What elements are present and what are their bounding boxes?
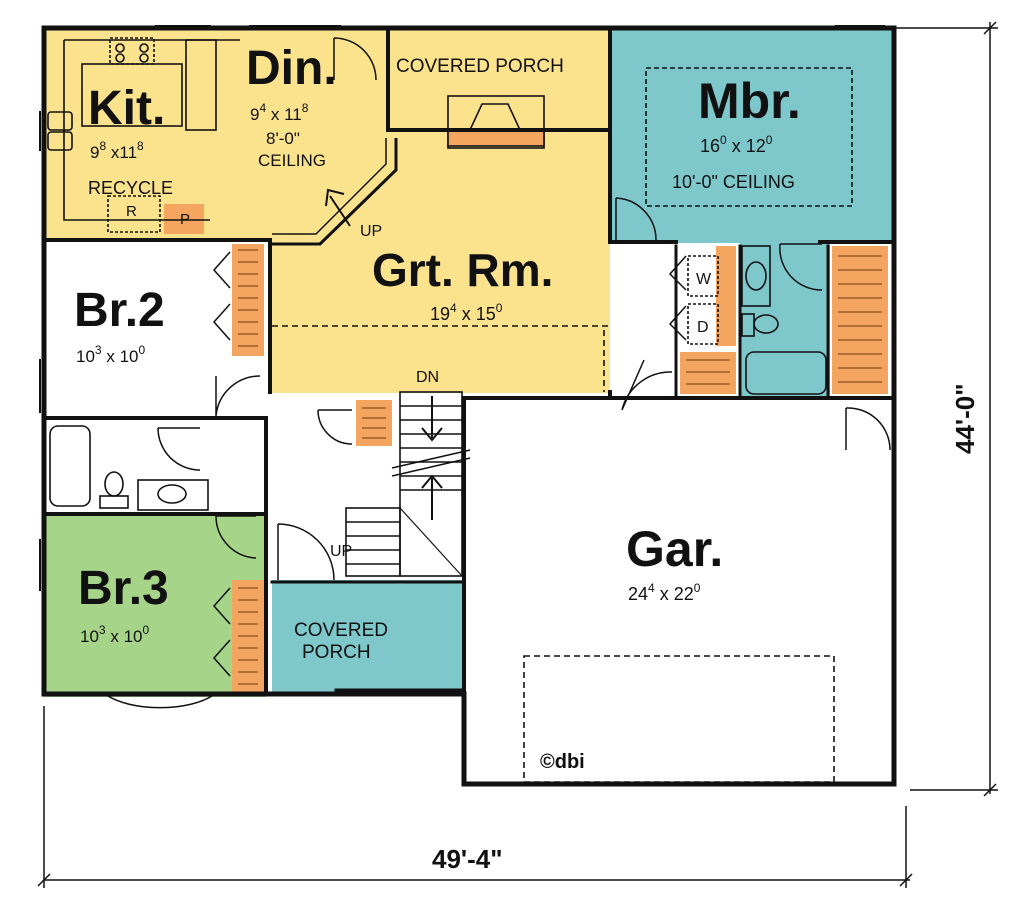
- dryer-label: D: [697, 319, 709, 336]
- sink-2: [157, 484, 187, 504]
- dining-ceiling-height: 8'-0": [266, 129, 300, 148]
- front-porch-fill: [272, 580, 462, 695]
- dining-angled-wall: [272, 138, 398, 246]
- rear-porch-label: COVERED PORCH: [396, 56, 564, 77]
- kitchen-name: Kit.: [88, 82, 165, 135]
- door-front: [277, 523, 335, 581]
- washer-label: W: [696, 271, 712, 288]
- bedroom2-name: Br.2: [74, 284, 165, 337]
- master-size: 160 x 120: [700, 133, 773, 156]
- master-ceiling: 10'-0" CEILING: [672, 172, 795, 192]
- closets: [164, 204, 888, 692]
- overall-width: 49'-4": [432, 844, 503, 874]
- copyright-label: ©dbi: [540, 751, 585, 773]
- bathtub-2: [49, 425, 91, 507]
- vanity-2: [137, 479, 209, 511]
- pantry-p: P: [180, 211, 190, 228]
- closet-laundry: [716, 246, 736, 346]
- stairs: [345, 391, 471, 577]
- refrigerator: [107, 195, 161, 233]
- garage-name: Gar.: [626, 521, 723, 577]
- dimension-lines: [37, 21, 998, 888]
- master-fill: [612, 28, 894, 243]
- kitchen-sink: [47, 111, 73, 151]
- closet-br2: [232, 244, 264, 356]
- bifold-br2: [212, 251, 231, 341]
- dining-ceiling-label: CEILING: [258, 151, 326, 170]
- pantry: [164, 204, 204, 234]
- room-labels: Kit. 98 x118 RECYCLE R P Din. 94 x 118 8…: [74, 42, 801, 773]
- fireplace: [447, 95, 545, 149]
- bifold-br3: [212, 587, 231, 677]
- stove: [109, 37, 155, 65]
- front-porch-line2: PORCH: [302, 642, 371, 663]
- dining-angled-wall-inner: [272, 138, 387, 235]
- overall-depth: 44'-0": [950, 383, 980, 454]
- closet-hatching: [238, 249, 882, 685]
- master-sink: [745, 261, 767, 291]
- bedroom2-size: 103 x 100: [76, 343, 145, 366]
- garage-size: 244 x 220: [628, 581, 701, 604]
- master-name: Mbr.: [698, 73, 801, 129]
- door-hall-closet: [317, 409, 353, 445]
- toilet-2: [104, 471, 124, 497]
- washer-box: [687, 255, 719, 297]
- door-garage: [621, 359, 673, 411]
- recycle-label: RECYCLE: [88, 178, 173, 198]
- closet-hall: [356, 400, 392, 446]
- bedroom3-name: Br.3: [78, 562, 169, 615]
- great-room-size: 194 x 150: [430, 301, 503, 324]
- bedroom3-fill: [44, 515, 266, 697]
- stairs-dn-label: DN: [416, 369, 439, 386]
- dining-name: Din.: [246, 42, 337, 95]
- front-porch-line1: COVERED: [294, 620, 388, 641]
- dining-size: 94 x 118: [250, 101, 309, 124]
- great-room-name: Grt. Rm.: [372, 244, 553, 296]
- door-bath2: [157, 427, 201, 471]
- door-garage-side: [845, 407, 891, 451]
- kitchen-size: 98 x118: [90, 139, 144, 162]
- recycle-r: R: [126, 203, 137, 220]
- master-tray-ceiling: [645, 67, 853, 207]
- walls: [39, 25, 897, 787]
- bedroom3-size: 103 x 100: [80, 623, 149, 646]
- closet-linen: [680, 352, 736, 394]
- door-dining: [333, 37, 377, 81]
- garage-wall: [462, 396, 896, 786]
- closet-master: [832, 246, 888, 394]
- up-arrow: [325, 188, 351, 227]
- kitchen-counter: [63, 40, 210, 221]
- dryer-box: [687, 303, 719, 345]
- kitchen-up-label: UP: [360, 223, 382, 240]
- master-tub: [745, 351, 827, 395]
- door-master-bath: [779, 243, 823, 291]
- door-br3-window: [107, 695, 213, 709]
- bifold-laundry: [668, 255, 687, 341]
- kitchen-upper-cabinet: [185, 39, 217, 131]
- stairs-up-label: UP: [330, 543, 352, 560]
- door-master: [615, 197, 657, 241]
- master-vanity: [741, 245, 771, 307]
- door-br2: [215, 375, 261, 417]
- fixtures: [47, 37, 853, 783]
